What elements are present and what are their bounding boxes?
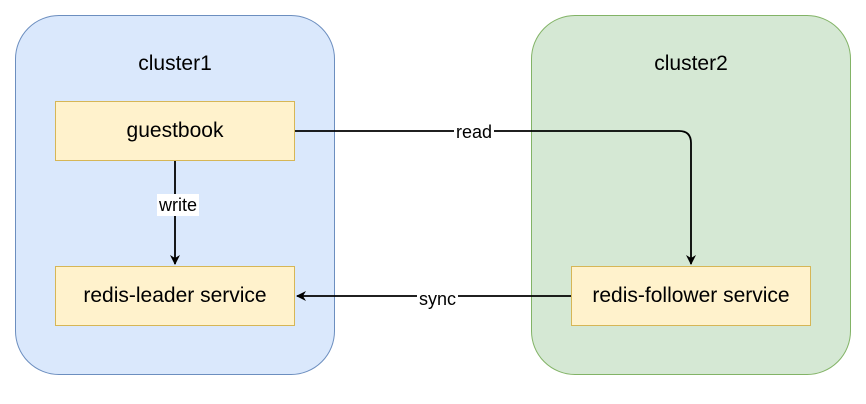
redis-follower-service-node: redis-follower service bbox=[571, 266, 811, 326]
guestbook-label: guestbook bbox=[126, 119, 224, 142]
redis-follower-label: redis-follower service bbox=[592, 284, 790, 307]
cluster1-title: cluster1 bbox=[138, 52, 212, 75]
edge-label-read: read bbox=[454, 121, 495, 143]
redis-leader-label: redis-leader service bbox=[83, 284, 267, 307]
edge-label-write: write bbox=[157, 194, 200, 216]
edge-label-sync: sync bbox=[417, 288, 459, 310]
redis-leader-service-node: redis-leader service bbox=[55, 266, 295, 326]
cluster2-title: cluster2 bbox=[654, 52, 728, 75]
guestbook-node: guestbook bbox=[55, 101, 295, 161]
